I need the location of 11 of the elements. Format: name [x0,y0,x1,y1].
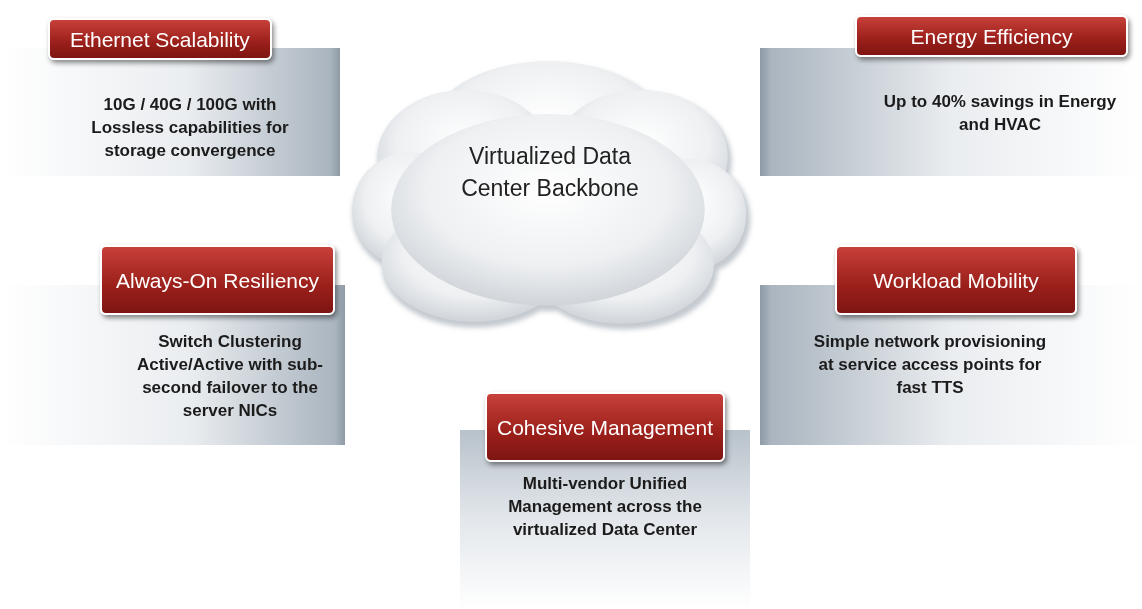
description-text: Up to 40% savings in Energy and HVAC [882,91,1118,136]
heading-label: Cohesive Management [485,392,725,462]
heading-label: Workload Mobility [835,245,1077,315]
description-text: Multi-vendor Unified Management across the virtualized Data Center [507,473,703,541]
heading-label: Ethernet Scalability [48,18,272,60]
description-text: 10G / 40G / 100G with Lossless capabilities for storage convergence [90,94,290,162]
heading-label: Energy Efficiency [855,15,1128,57]
cloud-label: Virtualized Data Center Backbone [460,142,640,203]
heading-label: Always-On Resiliency [100,245,335,315]
description-text: Simple network provisioning at service access points for fast TTS [812,331,1048,399]
description-text: Switch Clustering Active/Active with sub-second failover to the server NICs [135,331,325,422]
